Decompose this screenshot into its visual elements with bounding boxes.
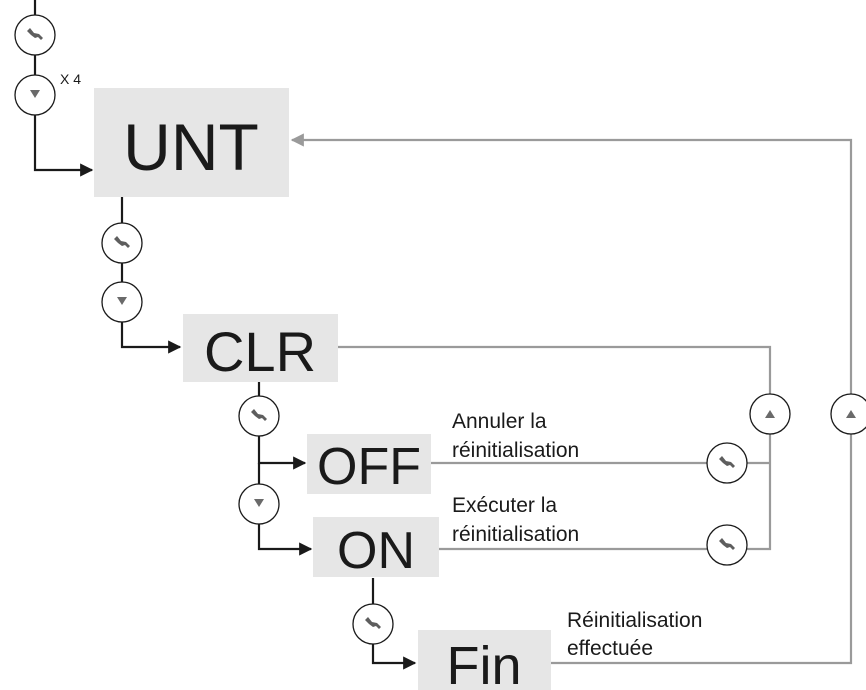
state-box-on xyxy=(313,517,439,577)
down-triangle-icon xyxy=(117,297,127,305)
done-note-line2: effectuée xyxy=(567,637,653,660)
done-note-line1: Réinitialisation xyxy=(567,609,702,632)
down-button xyxy=(101,281,143,323)
down-button xyxy=(14,74,56,116)
state-off: OFF xyxy=(307,434,431,496)
state-label-on: ON xyxy=(337,522,415,580)
cancel-note-line2: réinitialisation xyxy=(452,439,579,462)
wrench-button xyxy=(352,603,394,645)
unt-to-clr-line xyxy=(120,196,182,354)
down-triangle-icon xyxy=(254,499,264,507)
up-button xyxy=(749,393,791,435)
state-box-clr xyxy=(183,314,338,382)
annotations: Annuler la réinitialisation Exécuter la … xyxy=(452,410,702,660)
state-box-fin xyxy=(418,630,551,690)
down-triangle-icon xyxy=(30,90,40,98)
down-button xyxy=(238,483,280,525)
execute-note-line1: Exécuter la xyxy=(452,494,557,517)
cancel-note-line1: Annuler la xyxy=(452,410,547,433)
execute-note-line2: réinitialisation xyxy=(452,523,579,546)
state-box-off xyxy=(307,434,431,494)
wrench-button xyxy=(238,395,280,437)
state-fin: Fin xyxy=(418,630,551,690)
state-unt: UNT xyxy=(94,88,289,197)
state-label-fin: Fin xyxy=(446,636,521,690)
repeat-count-label: X 4 xyxy=(60,71,81,87)
state-clr: CLR xyxy=(183,314,338,383)
state-box-unt xyxy=(94,88,289,197)
up-triangle-icon xyxy=(765,410,775,418)
state-on: ON xyxy=(313,517,439,580)
up-button xyxy=(830,393,866,435)
wrench-button xyxy=(706,524,748,566)
entry-line xyxy=(33,0,94,177)
wrench-button xyxy=(14,14,56,56)
state-label-off: OFF xyxy=(317,438,421,496)
wrench-button xyxy=(706,442,748,484)
wrench-button xyxy=(101,222,143,264)
state-label-unt: UNT xyxy=(123,110,259,184)
up-triangle-icon xyxy=(846,410,856,418)
return-line-to-clr-exit xyxy=(338,345,772,551)
state-label-clr: CLR xyxy=(204,320,316,383)
